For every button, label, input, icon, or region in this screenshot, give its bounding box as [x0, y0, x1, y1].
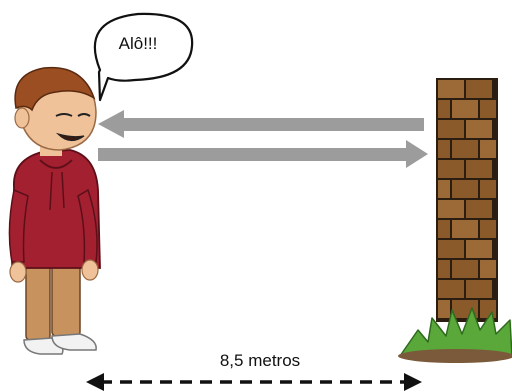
brick: [452, 220, 478, 238]
brick: [480, 220, 496, 238]
brick: [466, 120, 492, 138]
echo-arrow-left: [98, 110, 424, 138]
sound-arrow-right: [98, 140, 428, 168]
distance-label: 8,5 metros: [190, 351, 330, 371]
brick: [452, 180, 478, 198]
brick: [438, 220, 450, 238]
brick: [438, 80, 464, 98]
distance-arrow: [86, 373, 422, 391]
brick: [480, 300, 496, 318]
brick-wall: [436, 78, 498, 322]
brick: [438, 180, 450, 198]
boy-character: [9, 68, 100, 354]
brick: [480, 180, 496, 198]
brick: [438, 240, 464, 258]
speech-bubble: [95, 14, 192, 100]
brick: [452, 260, 478, 278]
brick: [466, 240, 492, 258]
brick: [438, 140, 450, 158]
brick: [452, 100, 478, 118]
brick: [480, 100, 496, 118]
brick: [466, 80, 492, 98]
speech-bubble-text: Alô!!!: [98, 34, 178, 54]
brick: [438, 300, 450, 318]
brick: [452, 140, 478, 158]
brick: [466, 200, 492, 218]
brick: [438, 120, 464, 138]
brick: [466, 160, 492, 178]
brick: [480, 260, 496, 278]
brick: [438, 160, 464, 178]
brick: [480, 140, 496, 158]
brick: [438, 280, 464, 298]
brick: [466, 280, 492, 298]
brick: [438, 200, 464, 218]
brick: [438, 100, 450, 118]
brick: [438, 260, 450, 278]
